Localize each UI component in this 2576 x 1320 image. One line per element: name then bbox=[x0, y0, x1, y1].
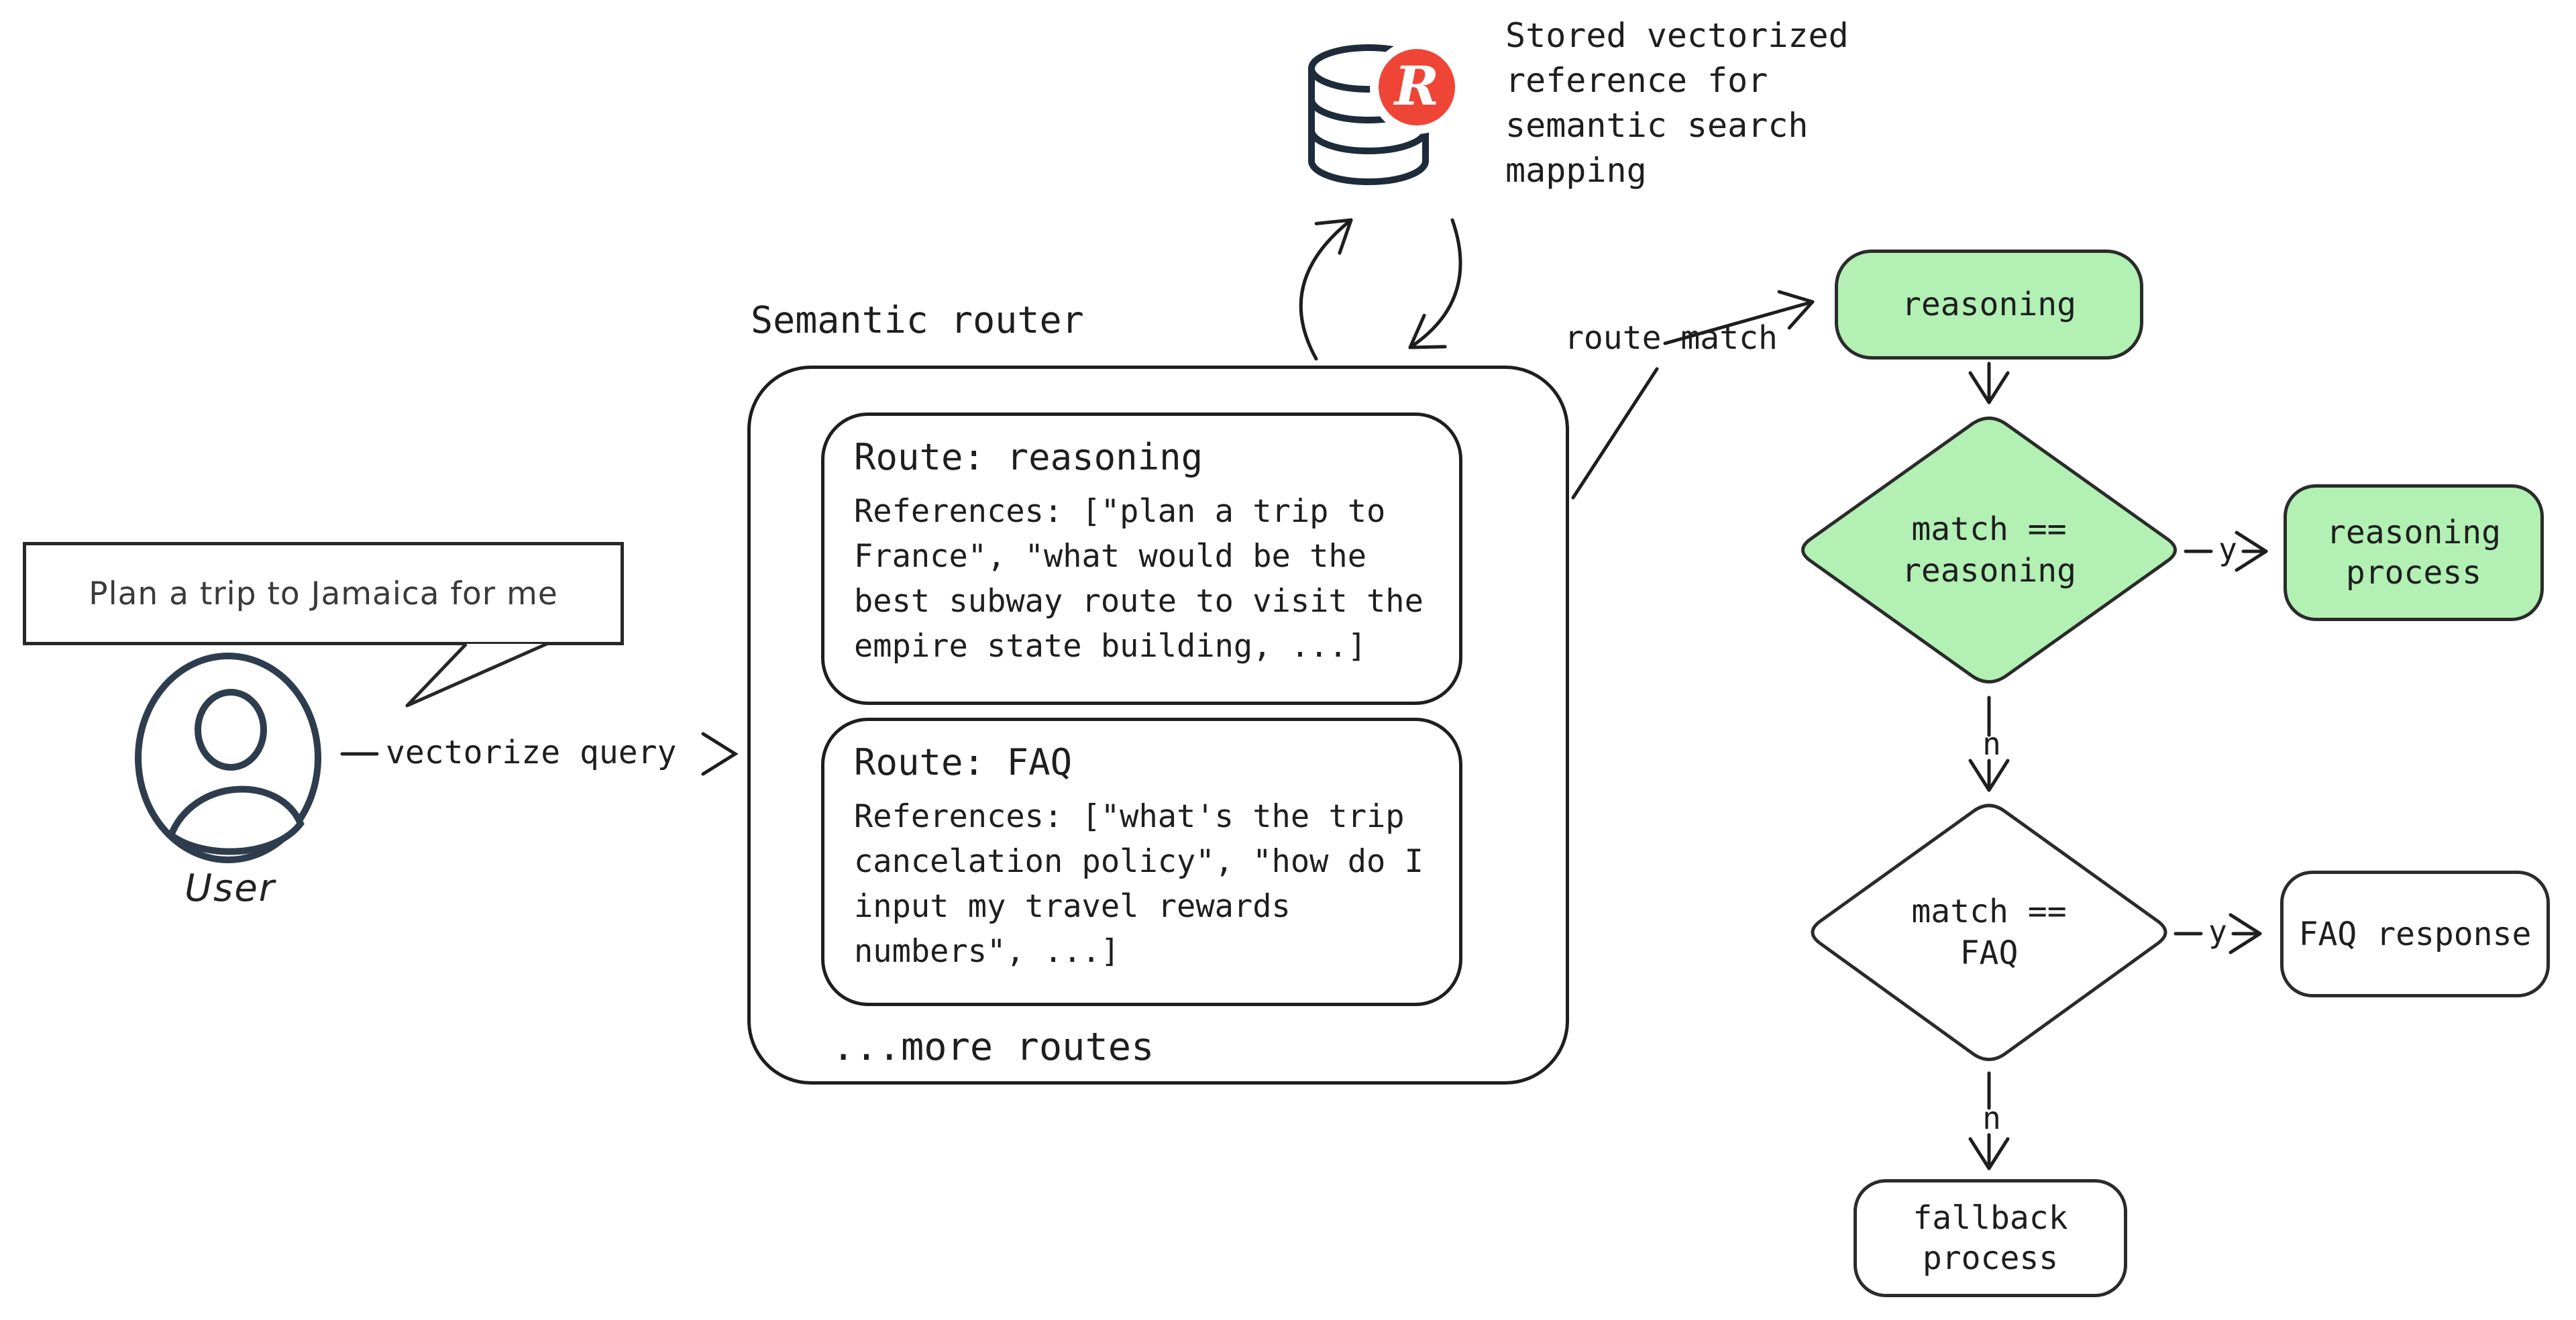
vectorize-query-label: vectorize query bbox=[386, 734, 677, 771]
more-routes-label: ...more routes bbox=[832, 1025, 1155, 1069]
no-label-faq: n bbox=[1982, 1100, 2001, 1136]
yes-label-reasoning: y bbox=[2218, 531, 2237, 567]
user-label: User bbox=[184, 867, 276, 910]
user-query-text: Plan a trip to Jamaica for me bbox=[89, 575, 558, 612]
node-fallback-process: fallback process bbox=[1854, 1179, 2127, 1297]
node-match-faq-label: match == FAQ bbox=[1911, 893, 2067, 972]
no-label-reasoning: n bbox=[1982, 726, 2001, 762]
route-card-faq: Route: FAQ References: ["what's the trip… bbox=[821, 718, 1462, 1006]
route-card-reasoning: Route: reasoning References: ["plan a tr… bbox=[821, 412, 1462, 705]
route-faq-title: Route: FAQ bbox=[854, 741, 1073, 783]
redis-letter: R bbox=[1393, 54, 1439, 117]
diamond-match-reasoning bbox=[1801, 417, 2177, 683]
yes-label-faq: y bbox=[2208, 914, 2227, 950]
route-faq-references: References: ["what's the trip cancelatio… bbox=[854, 798, 1424, 970]
node-match-reasoning-label: match == reasoning bbox=[1901, 510, 2077, 590]
redis-badge-icon: R bbox=[1370, 40, 1464, 134]
diamond-match-faq bbox=[1811, 804, 2167, 1061]
sync-arrow-down bbox=[1408, 218, 1462, 349]
route-match-line bbox=[1571, 367, 1659, 500]
node-reasoning: reasoning bbox=[1835, 250, 2143, 360]
datastore-caption: Stored vectorized reference for semantic… bbox=[1505, 16, 1849, 190]
route-match-arrow bbox=[1663, 290, 1815, 345]
vectorize-arrow-head bbox=[701, 732, 739, 776]
semantic-router-title: Semantic router bbox=[751, 298, 1084, 341]
user-avatar-icon bbox=[135, 653, 321, 863]
node-faq-response: FAQ response bbox=[2280, 871, 2550, 997]
route-match-label: route match bbox=[1564, 319, 1778, 357]
route-reasoning-references: References: ["plan a trip to France", "w… bbox=[854, 493, 1424, 665]
speech-bubble: Plan a trip to Jamaica for me bbox=[23, 542, 624, 645]
vectorize-arrow bbox=[340, 732, 739, 776]
sync-arrow-up bbox=[1299, 218, 1353, 361]
node-reasoning-process: reasoning process bbox=[2284, 484, 2544, 621]
route-reasoning-title: Route: reasoning bbox=[854, 436, 1203, 478]
speech-bubble-tail bbox=[405, 642, 548, 708]
